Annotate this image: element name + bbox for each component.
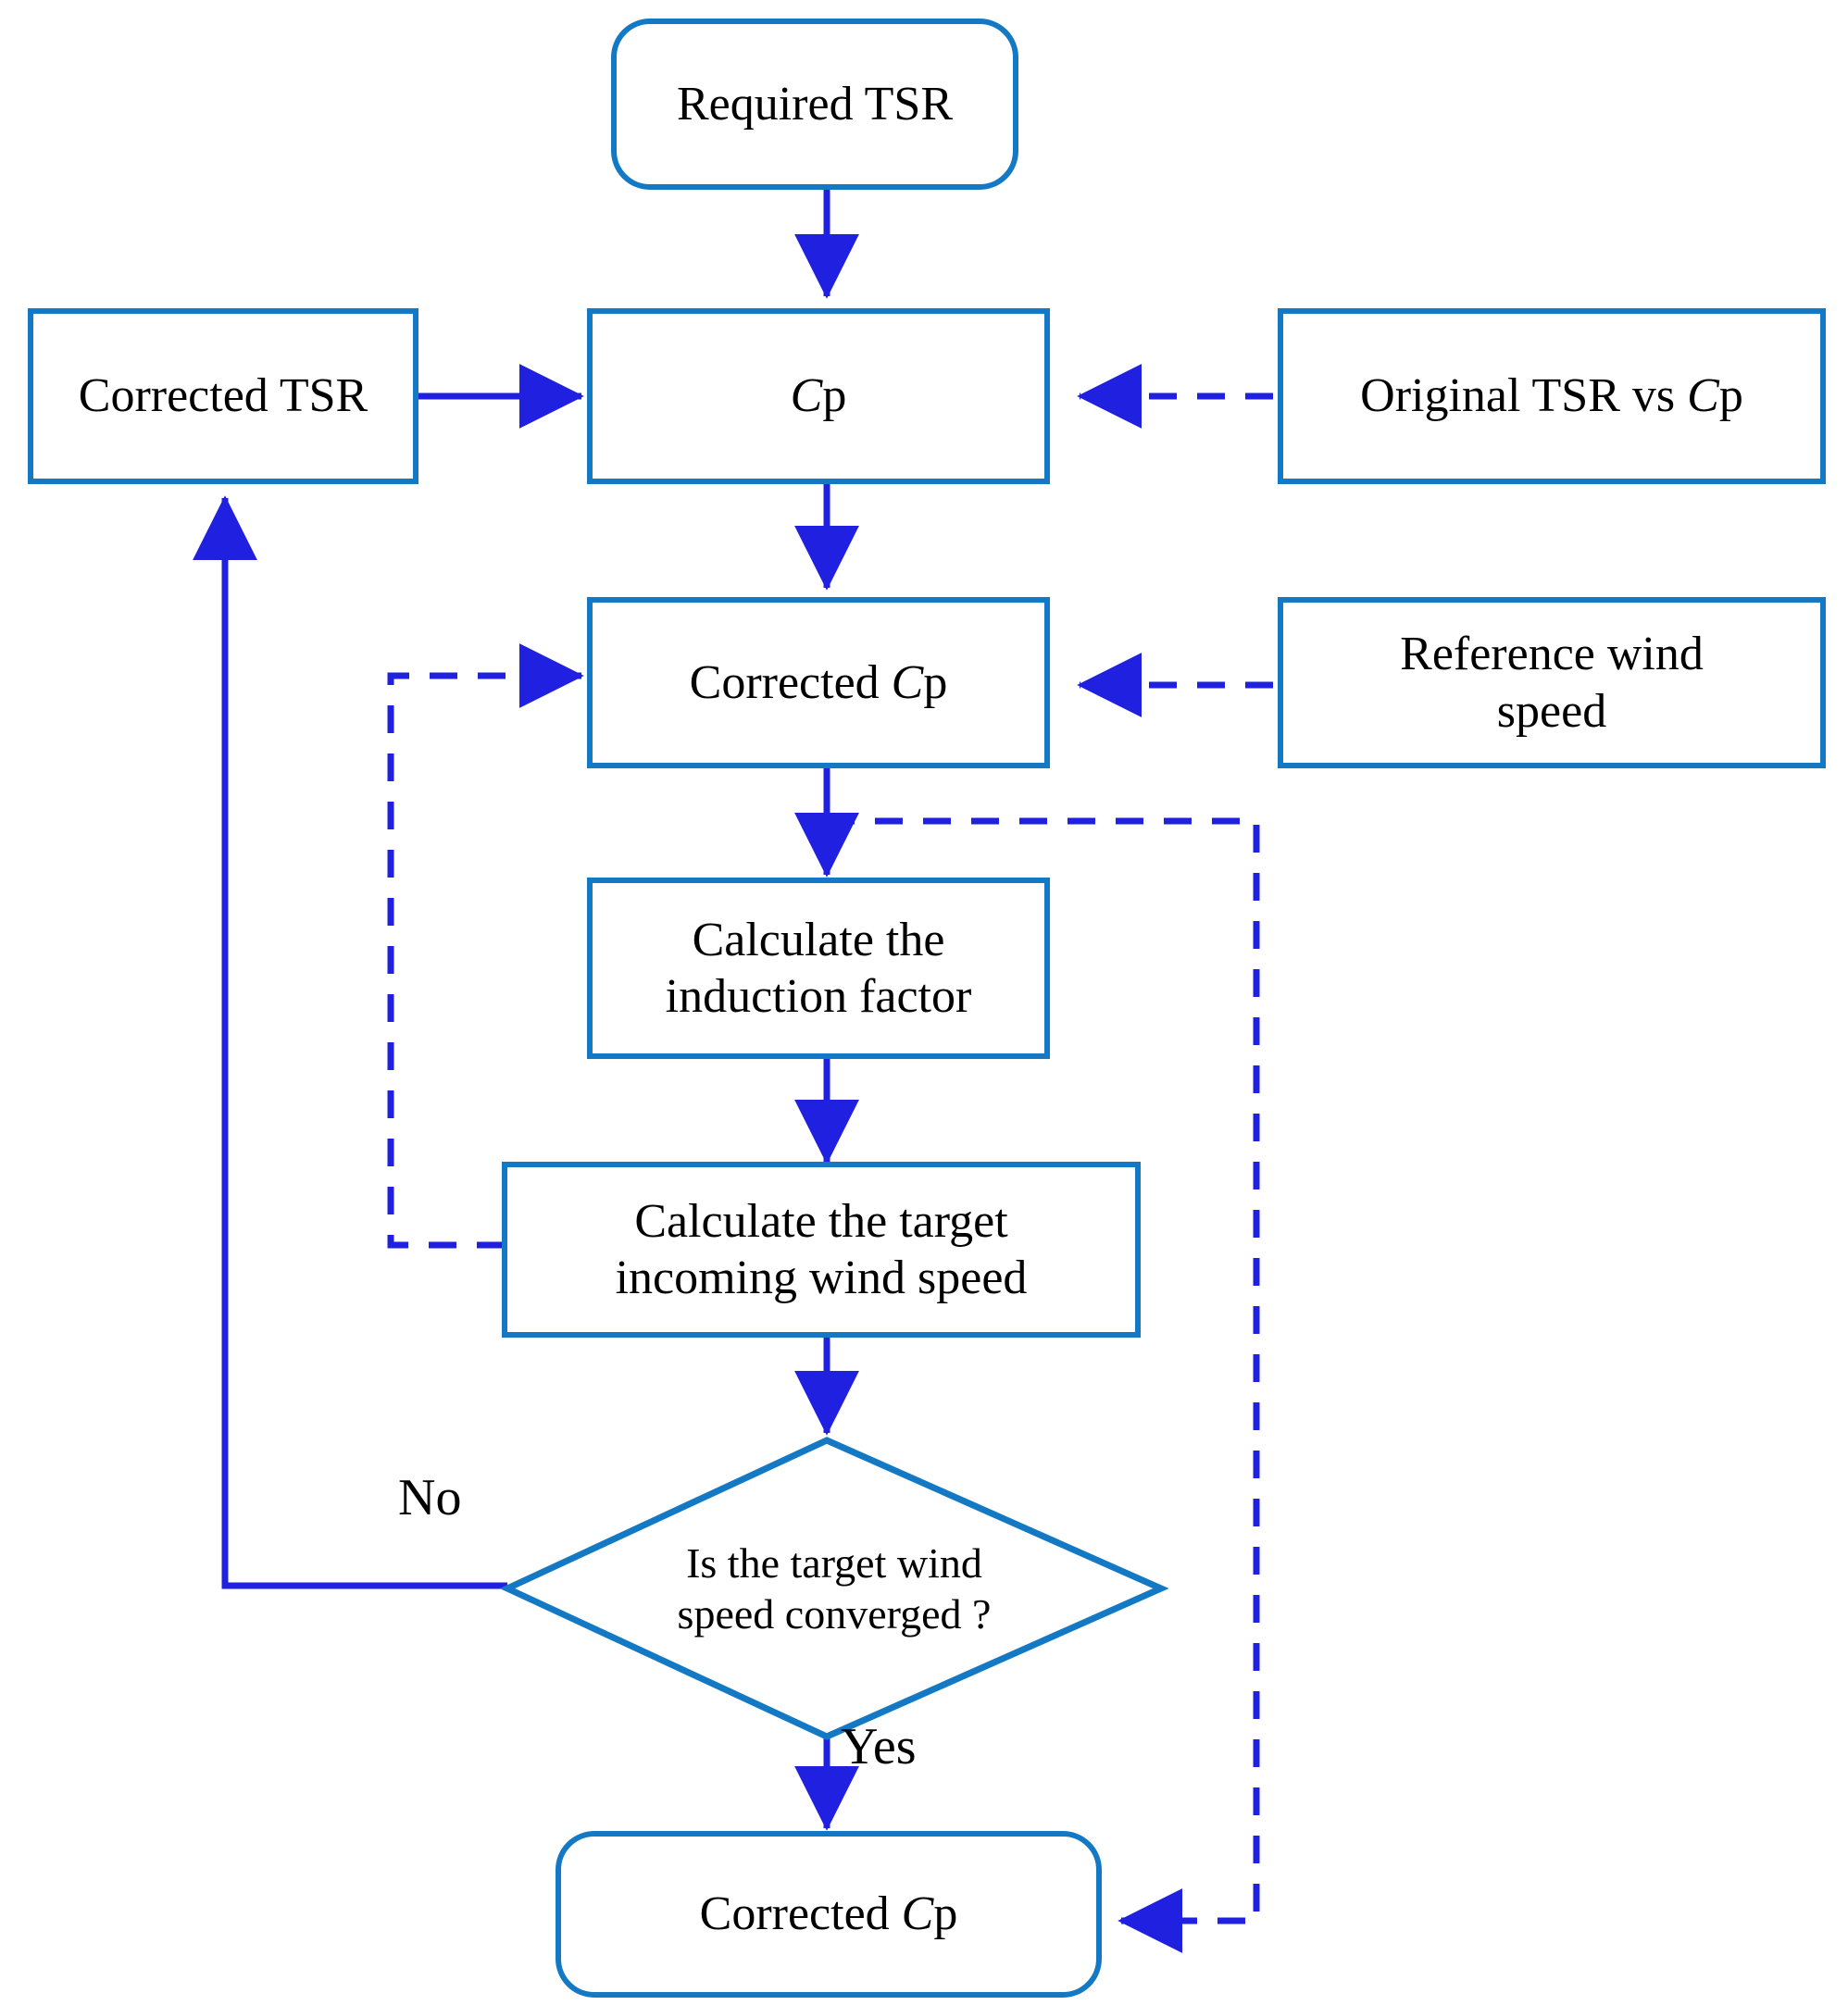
node-induction-line2: induction factor: [665, 970, 972, 1023]
node-decision-label: Is the target wind speed converged ?: [678, 1538, 992, 1639]
node-corrected-cp-2-suffix: p: [933, 1887, 958, 1941]
node-original-suffix: p: [1718, 369, 1743, 423]
node-cp-label-italic: C: [790, 369, 823, 423]
node-required-tsr-label: Required TSR: [676, 77, 954, 131]
node-original-tsr-vs-cp-label: Original TSR vs Cp: [1349, 367, 1754, 424]
node-corrected-cp-1[interactable]: Corrected Cp: [587, 597, 1050, 768]
edge-label-yes: Yes: [841, 1718, 917, 1775]
node-target-wind-line1: Calculate the target: [634, 1194, 1008, 1248]
node-target-wind-line2: incoming wind speed: [615, 1252, 1028, 1304]
node-corrected-cp-2[interactable]: Corrected Cp: [556, 1831, 1102, 1998]
node-original-prefix: Original TSR vs: [1360, 369, 1688, 423]
node-calculate-target-incoming-wind-speed[interactable]: Calculate the target incoming wind speed: [502, 1162, 1141, 1338]
node-reference-wind-speed-line2: speed: [1496, 684, 1607, 738]
node-cp[interactable]: Cp: [587, 308, 1050, 484]
node-corrected-cp-1-italic: C: [891, 655, 924, 709]
node-cp-label-sub: p: [822, 369, 847, 423]
node-reference-wind-speed-line1: Reference wind: [1400, 628, 1704, 681]
edge-decision-no-to-corrected-tsr: [193, 495, 507, 1589]
node-corrected-tsr[interactable]: Corrected TSR: [28, 308, 418, 484]
node-corrected-cp-1-prefix: Corrected: [689, 655, 892, 709]
node-decision-line1: Is the target wind: [686, 1538, 982, 1587]
node-decision-line2: speed converged ?: [677, 1590, 992, 1638]
node-calculate-induction-factor[interactable]: Calculate the induction factor: [587, 878, 1050, 1059]
node-corrected-cp-2-italic: C: [901, 1887, 934, 1941]
node-corrected-tsr-label: Corrected TSR: [78, 369, 368, 423]
node-decision-is-target-wind-speed-converged[interactable]: Is the target wind speed converged ?: [507, 1440, 1161, 1737]
edge-corrected-cp-to-final-corrected-cp: [827, 817, 1260, 1953]
edge-target-wind-to-corrected-cp-feedback: [387, 643, 584, 1249]
node-cp-label: Cp: [780, 367, 858, 424]
node-reference-wind-speed[interactable]: Reference wind speed: [1278, 597, 1826, 768]
node-induction-line1: Calculate the: [692, 913, 945, 966]
edge-label-no: No: [398, 1469, 462, 1526]
node-corrected-cp-2-prefix: Corrected: [699, 1887, 902, 1941]
node-corrected-cp-1-label: Corrected Cp: [679, 654, 959, 711]
node-corrected-cp-1-suffix: p: [923, 655, 948, 709]
node-corrected-cp-2-label: Corrected Cp: [689, 1886, 969, 1942]
node-required-tsr[interactable]: Required TSR: [611, 19, 1018, 190]
decision-diamond-shape: [499, 1437, 1169, 1740]
node-original-tsr-vs-cp[interactable]: Original TSR vs Cp: [1278, 308, 1826, 484]
node-original-italic: C: [1687, 369, 1719, 423]
